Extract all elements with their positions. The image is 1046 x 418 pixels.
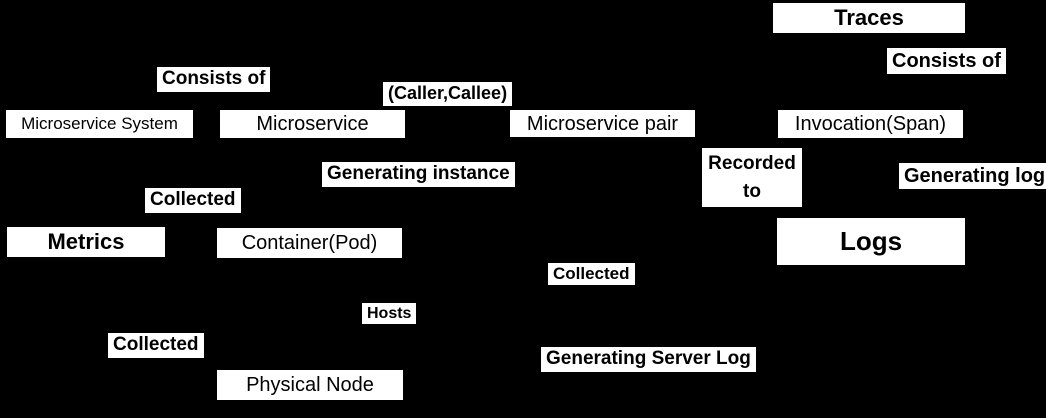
edge-recorded-to: Recorded to bbox=[702, 148, 802, 207]
node-invocation-span: Invocation(Span) bbox=[778, 110, 963, 138]
edge-collected-bottom: Collected bbox=[108, 333, 204, 358]
node-traces: Traces bbox=[773, 3, 965, 33]
node-microservice-pair: Microservice pair bbox=[510, 110, 695, 137]
edge-generating-instance: Generating instance bbox=[322, 162, 515, 187]
edge-generating-log: Generating log bbox=[899, 163, 1046, 189]
node-microservice-system: Microservice System bbox=[6, 110, 193, 138]
edge-consists-of-left: Consists of bbox=[157, 67, 271, 92]
node-metrics: Metrics bbox=[7, 227, 165, 257]
edge-consists-of-right: Consists of bbox=[887, 48, 1006, 74]
node-logs: Logs bbox=[777, 218, 965, 265]
edge-caller-callee: (Caller,Callee) bbox=[383, 82, 513, 106]
edge-collected-middle: Collected bbox=[548, 263, 635, 286]
node-physical-node: Physical Node bbox=[217, 370, 403, 400]
edge-hosts: Hosts bbox=[362, 303, 417, 325]
node-container-pod: Container(Pod) bbox=[217, 228, 402, 258]
edge-generating-server-log: Generating Server Log bbox=[541, 347, 756, 372]
node-microservice: Microservice bbox=[220, 110, 405, 138]
edge-collected-metrics: Collected bbox=[145, 188, 241, 213]
